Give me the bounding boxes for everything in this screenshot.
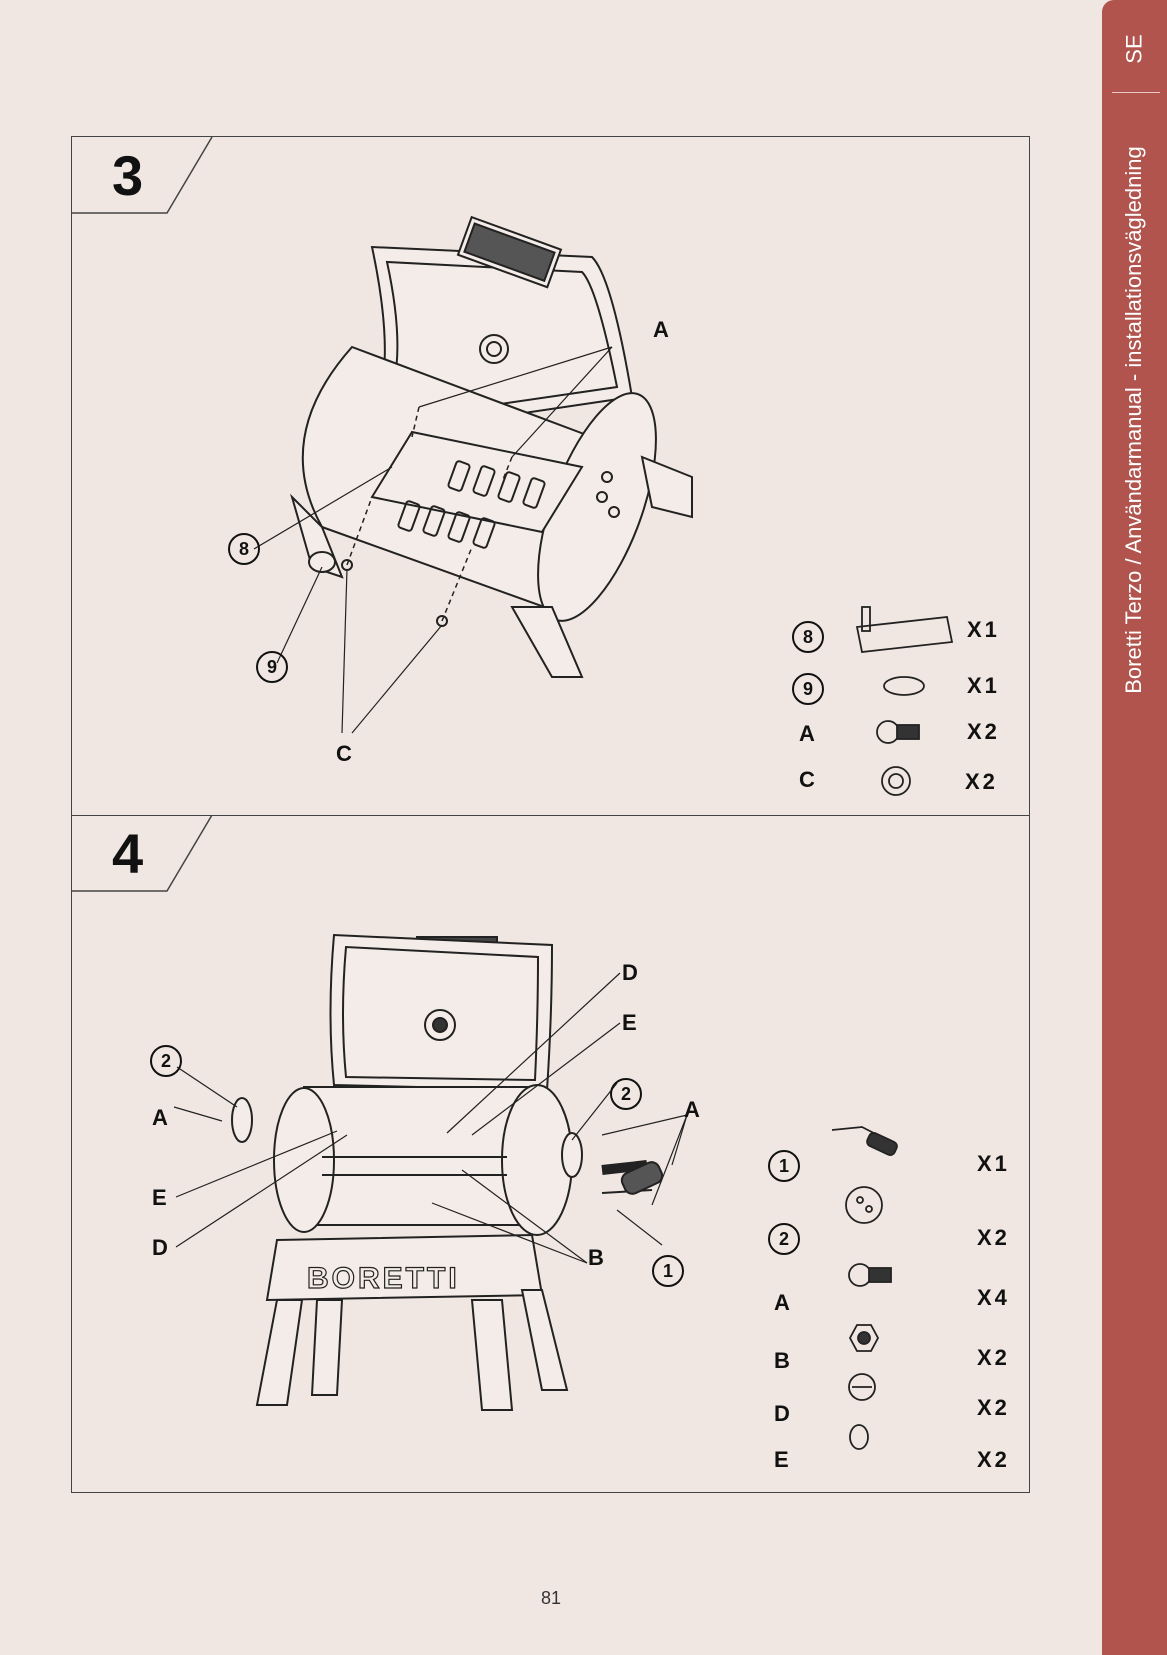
part-a-qty: X2 xyxy=(967,719,1000,744)
hex-nut-icon xyxy=(848,1324,880,1352)
callout-a-left: A xyxy=(152,1105,168,1130)
callout-e-right: E xyxy=(622,1010,637,1035)
handle-icon xyxy=(831,1126,898,1156)
callout-c: C xyxy=(336,741,352,766)
part-b-id: B xyxy=(774,1348,790,1373)
side-tab xyxy=(1102,0,1167,1655)
callout-b: B xyxy=(588,1245,604,1270)
callout-8: 8 xyxy=(228,533,260,565)
part-a-qty: X4 xyxy=(977,1285,1010,1310)
bolt-icon xyxy=(876,720,920,744)
callout-a: A xyxy=(653,317,669,342)
part-d-id: D xyxy=(774,1401,790,1426)
step-4-number: 4 xyxy=(112,822,144,885)
part-d-qty: X2 xyxy=(977,1395,1010,1420)
brand-logo: BORETTI xyxy=(307,1262,460,1295)
part-c-qty: X2 xyxy=(965,769,998,794)
step-4-panel: BORETTI xyxy=(71,815,1030,1493)
step-3-drawing xyxy=(72,137,954,796)
bolt-icon xyxy=(848,1263,892,1287)
nut-icon xyxy=(881,766,911,796)
part-1-qty: X1 xyxy=(977,1151,1010,1176)
part-2-id: 2 xyxy=(768,1223,800,1255)
side-divider xyxy=(1112,92,1160,93)
step-3-panel: 3 A 8 9 C 8 X1 9 X1 A X2 C X2 xyxy=(71,136,1030,816)
part-e-id: E xyxy=(774,1447,789,1472)
vent-disc-icon xyxy=(845,1186,883,1224)
step-3-number: 3 xyxy=(112,144,144,207)
part-c-id: C xyxy=(799,767,815,792)
callout-e-left: E xyxy=(152,1185,167,1210)
callout-d-left: D xyxy=(152,1235,168,1260)
callout-d-right: D xyxy=(622,960,638,985)
heat-shield-plate-icon xyxy=(855,606,954,653)
cap-nut-icon xyxy=(848,1373,876,1401)
side-title-text: Boretti Terzo / Användarmanual - install… xyxy=(1121,146,1146,694)
part-a-id: A xyxy=(774,1290,790,1315)
page-number: 81 xyxy=(540,1588,562,1608)
callout-2-right: 2 xyxy=(610,1078,642,1110)
part-b-qty: X2 xyxy=(977,1345,1010,1370)
language-code: SE xyxy=(1121,34,1147,64)
washer-plate-icon xyxy=(883,676,925,696)
callout-a-right: A xyxy=(684,1097,700,1122)
callout-2-left: 2 xyxy=(150,1045,182,1077)
callout-1: 1 xyxy=(652,1255,684,1287)
part-9-qty: X1 xyxy=(967,673,1000,698)
callout-9: 9 xyxy=(256,651,288,683)
part-8-id: 8 xyxy=(792,621,824,653)
part-8-qty: X1 xyxy=(967,617,1000,642)
part-2-qty: X2 xyxy=(977,1225,1010,1250)
step-4-drawing: BORETTI xyxy=(72,815,898,1450)
part-a-id: A xyxy=(799,721,815,746)
part-9-id: 9 xyxy=(792,673,824,705)
part-1-id: 1 xyxy=(768,1150,800,1182)
washer-icon xyxy=(849,1424,869,1450)
part-e-qty: X2 xyxy=(977,1447,1010,1472)
